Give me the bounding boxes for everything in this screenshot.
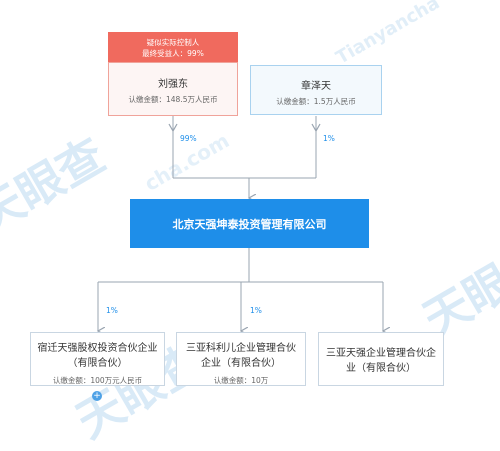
investment-name: 三亚天强企业管理合伙企业（有限合伙）	[326, 348, 436, 374]
plus-icon[interactable]: +	[92, 391, 102, 401]
shareholder-node-liu[interactable]: 刘强东 认缴金额：148.5万人民币	[108, 62, 238, 116]
shareholder-name: 章泽天	[301, 81, 331, 92]
controller-tag-line1: 疑似实际控制人	[146, 38, 200, 47]
connector-lines	[0, 116, 500, 400]
shareholder-capital: 认缴金额：1.5万人民币	[276, 97, 356, 106]
shareholder-name: 刘强东	[158, 79, 188, 90]
shareholder-capital: 认缴金额：148.5万人民币	[128, 95, 218, 104]
investment-percent: 1%	[250, 306, 262, 315]
investment-node-sanya-tianqiang[interactable]: 三亚天强企业管理合伙企业（有限合伙）	[318, 332, 444, 386]
company-node[interactable]: 北京天强坤泰投资管理有限公司	[130, 199, 369, 248]
investment-node-sanya-keli[interactable]: 三亚科利儿企业管理合伙企业（有限合伙） 认缴金额：10万	[176, 332, 306, 386]
investment-percent: 1%	[106, 306, 118, 315]
investment-capital: 认缴金额：100万元人民币	[52, 376, 143, 385]
shareholding-percent: 1%	[323, 134, 335, 143]
investment-name: 三亚科利儿企业管理合伙企业（有限合伙）	[186, 343, 296, 369]
shareholder-node-zhang[interactable]: 章泽天 认缴金额：1.5万人民币	[250, 65, 382, 115]
shareholding-percent: 99%	[180, 134, 197, 143]
investment-name: 宿迁天强股权投资合伙企业（有限合伙）	[37, 343, 158, 369]
investment-node-suqian[interactable]: 宿迁天强股权投资合伙企业（有限合伙） 认缴金额：100万元人民币	[30, 332, 165, 386]
investment-capital: 认缴金额：10万	[213, 376, 269, 385]
controller-tag-line2: 最终受益人：99%	[142, 49, 204, 58]
controller-tag: 疑似实际控制人 最终受益人：99%	[108, 32, 238, 62]
